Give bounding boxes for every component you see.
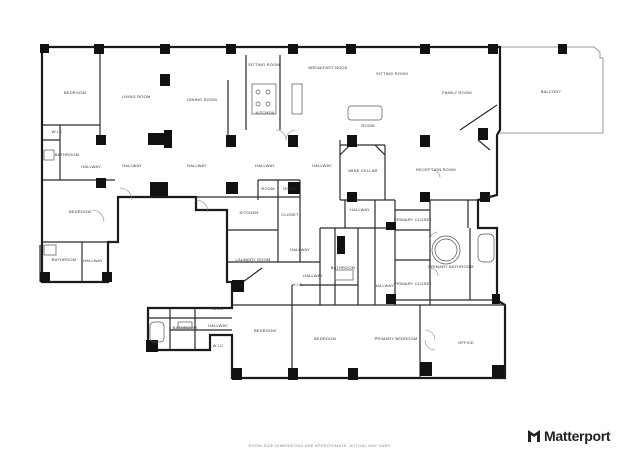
room-label: BATHROOM xyxy=(55,152,79,157)
room-label: RECEPTION ROOM xyxy=(416,167,456,172)
disclaimer: ROOM SIZE DIMENSIONS ARE APPROXIMATE. AC… xyxy=(248,443,392,448)
room-label: KITCHEN xyxy=(256,110,275,115)
room-label: CLOSET xyxy=(281,212,299,217)
room-label: HALLWAY xyxy=(255,163,275,168)
door-swings xyxy=(91,129,441,351)
matterport-logo-icon xyxy=(528,430,540,442)
room-label: KITCHEN xyxy=(240,210,259,215)
room-label: W.I.C xyxy=(213,306,224,311)
room-label: HALLWAY xyxy=(350,207,370,212)
room-label: FAMILY ROOM xyxy=(442,90,472,95)
room-label: BATHROOM xyxy=(52,257,76,262)
room-label: HALLWAY xyxy=(290,247,310,252)
room-label: BREAKFAST NOOK xyxy=(308,65,347,70)
structural-columns xyxy=(40,44,567,380)
room-label: OFFICE xyxy=(458,340,474,345)
room-label: W.I.C xyxy=(213,343,224,348)
room-label: HALLWAY xyxy=(83,258,103,263)
room-label: BATHROOM xyxy=(173,325,197,330)
room-label: DINING ROOM xyxy=(187,97,217,102)
room-label: W.I.C xyxy=(292,282,303,287)
matterport-logo: Matterport xyxy=(527,428,611,444)
balcony-area xyxy=(500,46,604,134)
room-label: BEDROOM xyxy=(314,336,336,341)
room-label: HALLWAY xyxy=(187,163,207,168)
room-label: PRIMARY CLOSET xyxy=(394,281,432,286)
matterport-wordmark: Matterport xyxy=(544,428,611,444)
angled-walls xyxy=(231,104,498,291)
room-label: HALLWAY xyxy=(208,323,228,328)
room-label: HALLWAY xyxy=(312,163,332,168)
room-label: HALLWAY xyxy=(303,273,323,278)
room-label: PRIMARY BATHROOM xyxy=(428,264,473,269)
room-label: LAUNDRY ROOM xyxy=(236,257,271,262)
room-label: WINE CELLAR xyxy=(348,168,377,173)
room-label: ROOM xyxy=(361,123,374,128)
room-label: HALLWAY xyxy=(81,164,101,169)
room-label: W.I.C xyxy=(52,129,63,134)
room-label: BEDROOM xyxy=(69,209,91,214)
room-label: PRIMARY CLOSET xyxy=(394,217,432,222)
room-label: BALCONY xyxy=(541,89,562,94)
room-label: PRIMARY BEDROOM xyxy=(375,336,418,341)
room-label: SITTING ROOM xyxy=(248,62,280,67)
room-label: BEDROOM xyxy=(254,328,276,333)
room-labels: BEDROOM LIVING ROOM DINING ROOM SITTING … xyxy=(52,62,562,348)
fixtures xyxy=(43,83,495,343)
interior-walls xyxy=(39,47,505,378)
room-label: BATHROOM xyxy=(331,265,355,270)
room-label: BEDROOM xyxy=(64,90,86,95)
room-label: SITTING ROOM xyxy=(376,71,408,76)
room-label: HALLWAY xyxy=(122,163,142,168)
room-label: ROOM xyxy=(261,186,274,191)
room-label: LIVING ROOM xyxy=(122,94,151,99)
room-label: ROOM xyxy=(283,186,296,191)
room-label: HALLWAY xyxy=(374,283,394,288)
